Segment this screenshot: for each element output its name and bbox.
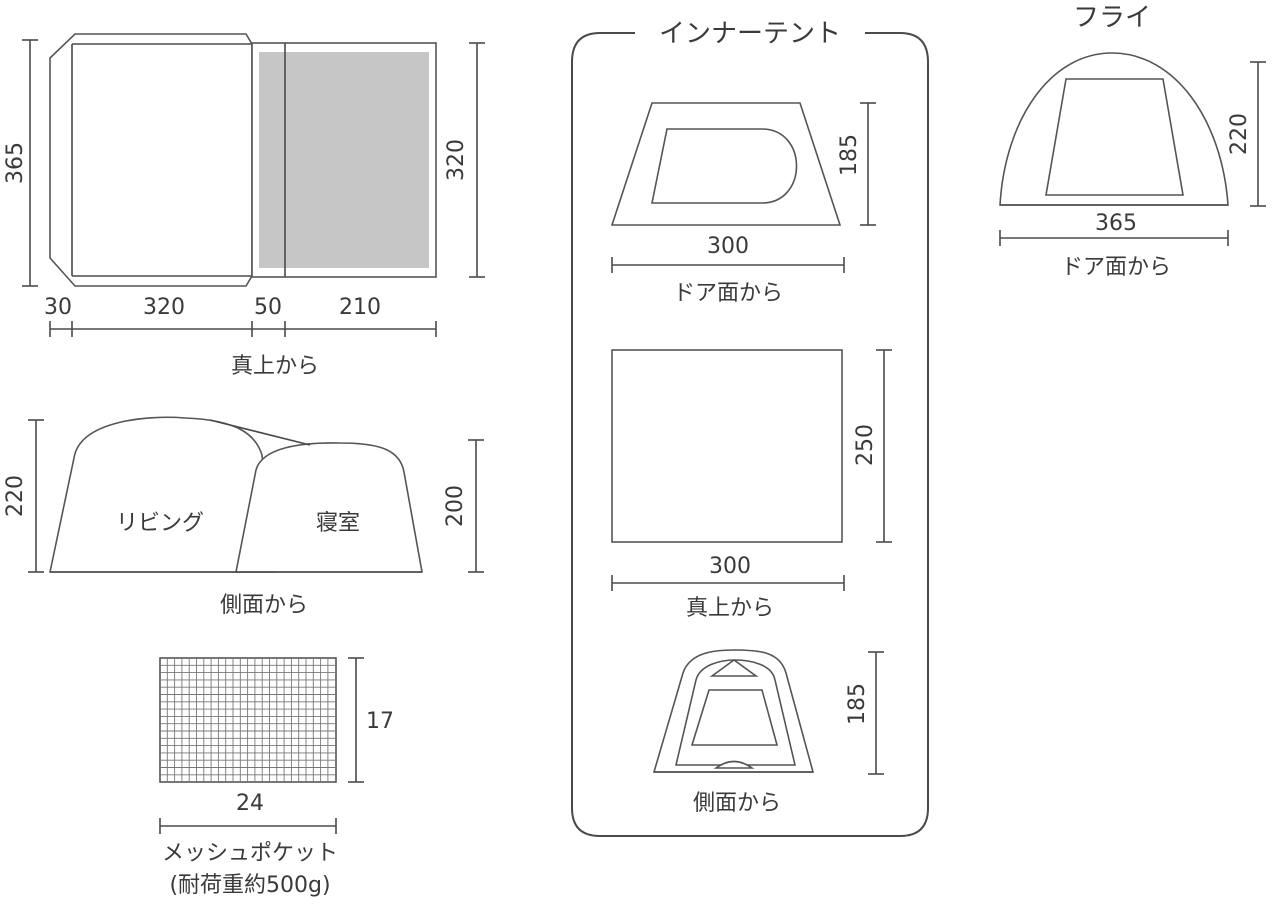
dim-label-185-side: 185 — [845, 683, 870, 725]
dim-label-320-width: 320 — [143, 295, 185, 320]
dim-label-250: 250 — [853, 424, 878, 466]
top-view: 365 320 30 320 50 210 真上から — [3, 33, 485, 379]
dim-label-50: 50 — [254, 295, 282, 320]
caption-mesh-pocket: メッシュポケット — [162, 841, 338, 866]
dim-label-210: 210 — [339, 295, 381, 320]
label-bedroom: 寝室 — [316, 511, 360, 536]
dim-label-24: 24 — [236, 791, 264, 816]
side-view: 220 リビング 寝室 200 側面から — [3, 416, 484, 618]
dim-label-320-depth: 320 — [444, 139, 469, 181]
inner-door-opening — [651, 128, 798, 204]
connector-line — [209, 419, 311, 446]
inner-tent-frame — [571, 32, 929, 837]
inner-side-door-arch — [713, 760, 755, 769]
mesh-pocket: 17 24 メッシュポケット (耐荷重約500g) — [159, 657, 394, 898]
dim-label-300-door: 300 — [707, 234, 749, 259]
caption-top-view: 真上から — [231, 354, 319, 379]
caption-inner-top-view: 真上から — [686, 596, 774, 621]
bedroom-fill — [259, 52, 429, 268]
dim-label-200: 200 — [443, 485, 468, 527]
dim-label-220-fly: 220 — [1227, 113, 1252, 155]
inner-side-vent — [709, 659, 759, 677]
fly-door-panel — [1045, 78, 1184, 196]
caption-load-capacity: (耐荷重約500g) — [169, 873, 330, 898]
dim-label-365: 365 — [3, 142, 28, 184]
caption-inner-side-view: 側面から — [693, 791, 781, 816]
inner-top-view-outline — [611, 349, 843, 543]
inner-tent-title: インナーテント — [659, 19, 841, 49]
caption-side-view: 側面から — [220, 593, 308, 618]
dim-label-220: 220 — [3, 475, 28, 517]
mesh-grid — [160, 658, 336, 782]
living-dome — [49, 416, 276, 573]
fly-view: フライ 220 365 ドア面から — [999, 3, 1266, 280]
bedroom-dome — [235, 442, 423, 573]
dim-label-30: 30 — [44, 295, 72, 320]
living-area-outline — [49, 33, 253, 287]
caption-fly: ドア面から — [1061, 255, 1171, 280]
inner-tent-panel: インナーテント 185 300 ドア面から 250 300 真上から — [571, 19, 929, 837]
dim-label-365-fly: 365 — [1095, 211, 1137, 236]
caption-inner-door-view: ドア面から — [673, 281, 783, 306]
inner-side-window — [690, 689, 779, 746]
fly-title: フライ — [1073, 3, 1151, 33]
dim-label-185-door: 185 — [837, 134, 862, 176]
dim-label-17: 17 — [366, 709, 394, 734]
dim-label-300-top: 300 — [709, 554, 751, 579]
label-living: リビング — [116, 511, 204, 536]
